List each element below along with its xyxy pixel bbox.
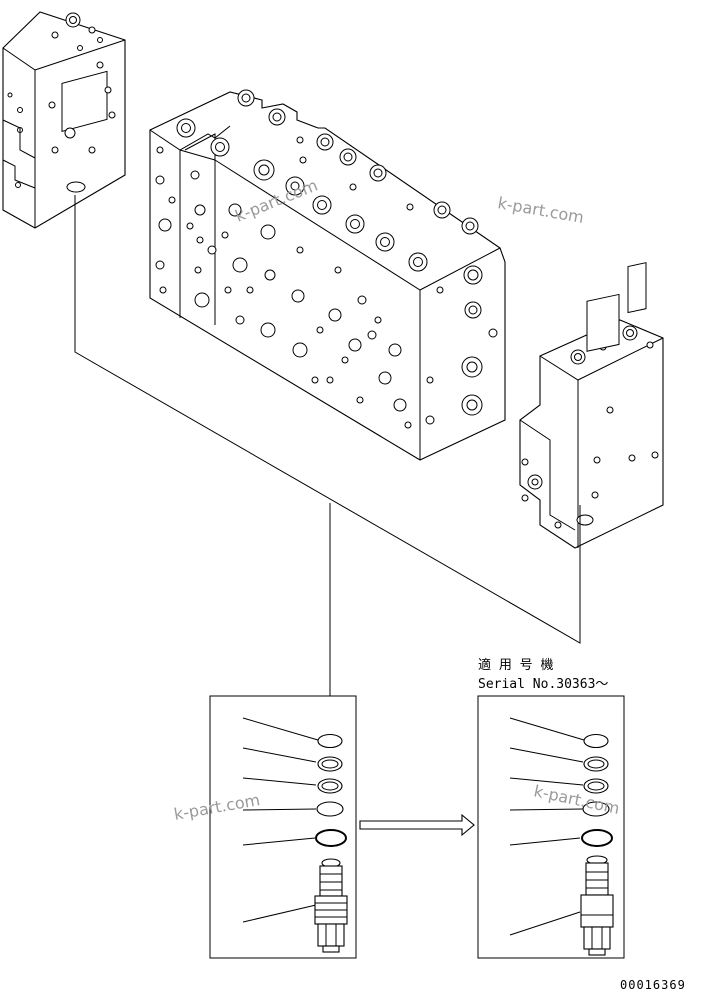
drawing-number: 00016369 [620,978,686,992]
parts-kit-box-current [209,695,357,959]
parts-kit-box-new [477,695,625,959]
applicable-serial-heading: 適 用 号 機 [478,657,553,673]
watermark-2: k-part.com [496,193,585,227]
left-end-plate [2,11,126,229]
right-end-plate [519,262,664,549]
watermark-3: k-part.com [172,790,261,824]
serial-number-label: Serial No.30363～ [478,677,608,692]
replacement-arrow [359,813,475,837]
leader-line-left-plate [74,195,581,644]
main-valve-block [149,89,506,461]
